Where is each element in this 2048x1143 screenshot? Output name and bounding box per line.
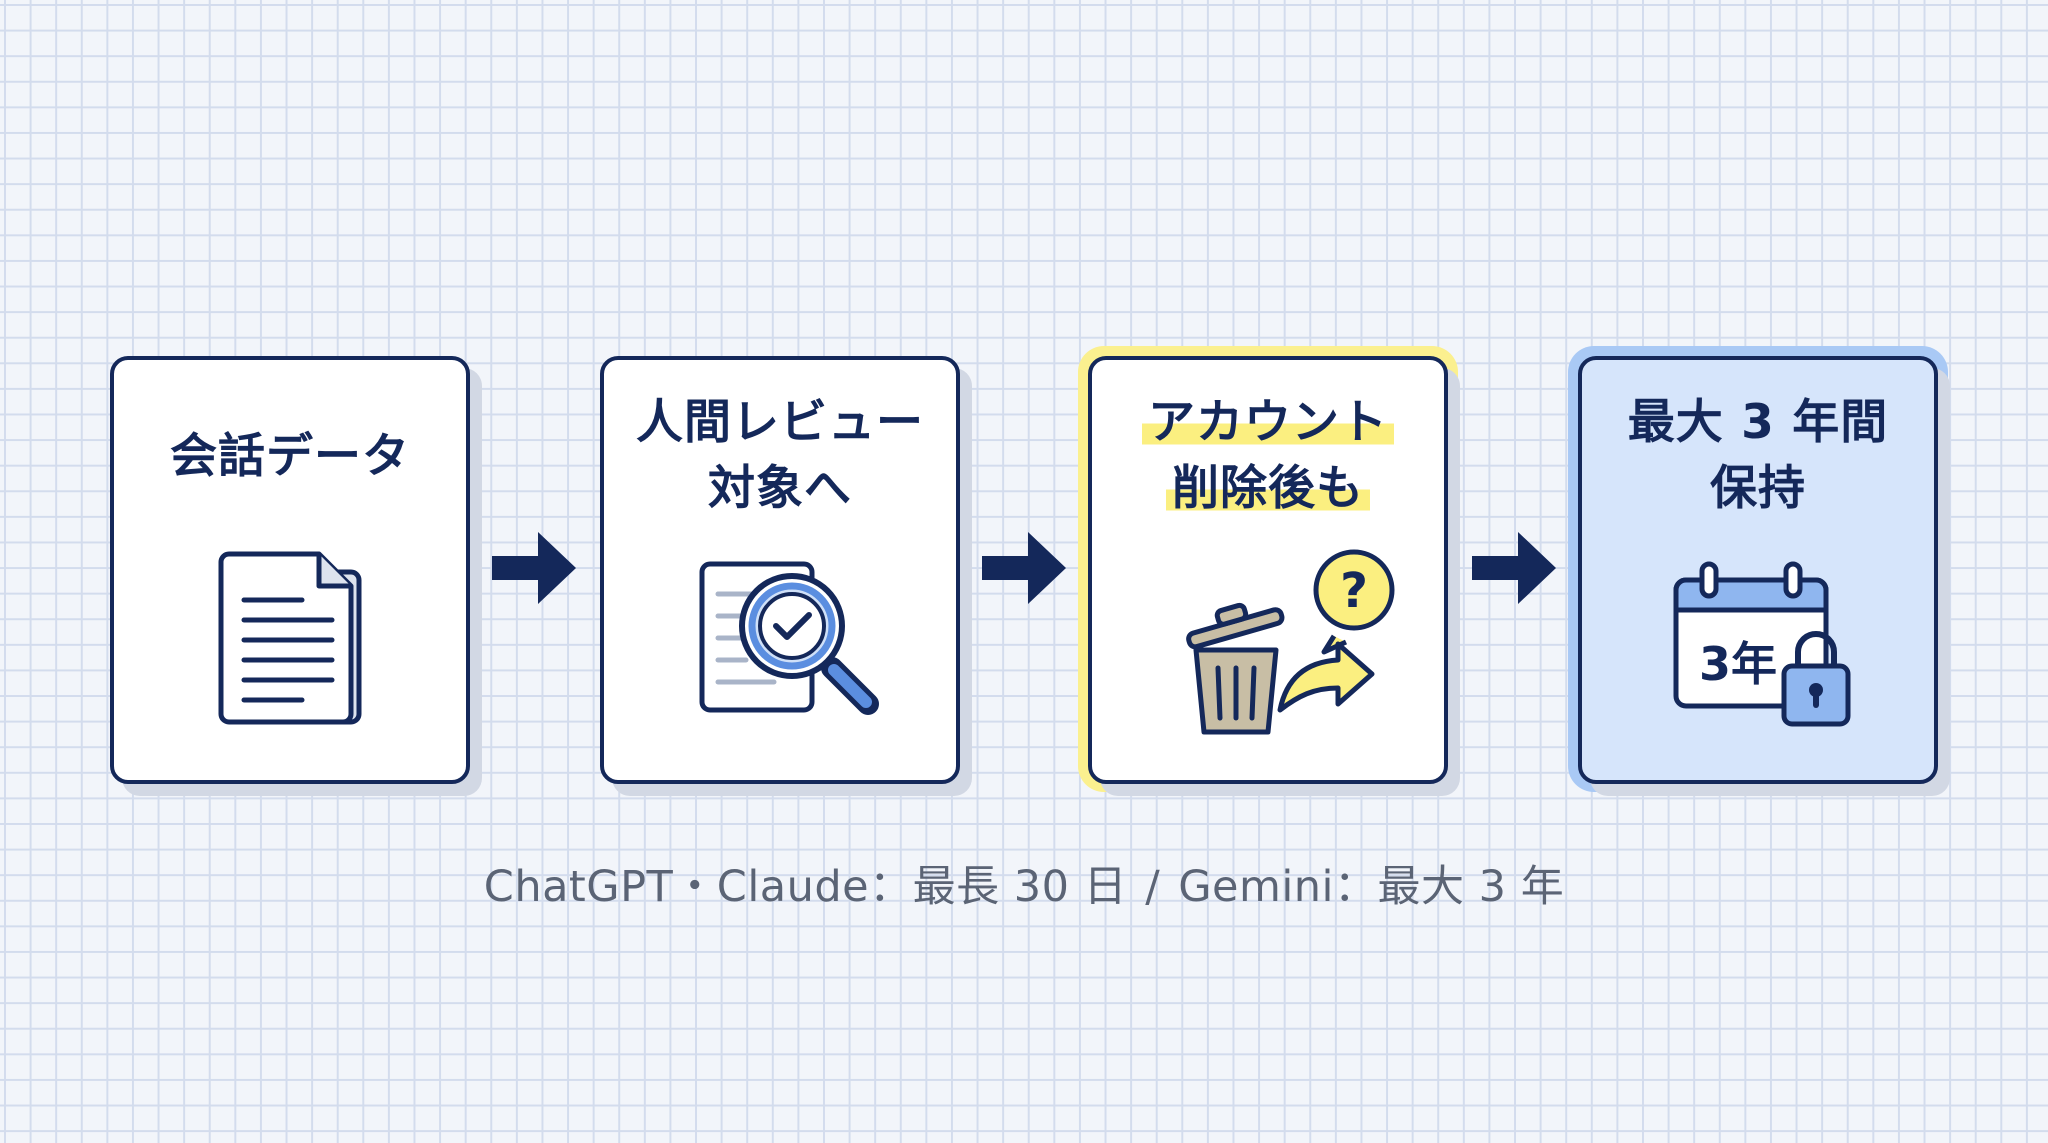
step-title-line1: 人間レビュー	[636, 395, 924, 450]
step-title-line1: アカウント	[1092, 390, 1444, 456]
footnote-left: ChatGPT・Claude：最長 30 日	[483, 862, 1128, 912]
step-card-conversation-data: 会話データ	[110, 356, 470, 784]
trash-question-icon: ?	[1186, 549, 1395, 735]
step-card-human-review: 人間レビュー 対象へ	[600, 356, 960, 784]
magnifier-check-icon	[699, 561, 879, 715]
arrow-right-icon	[492, 532, 576, 604]
footnote-separator: /	[1145, 862, 1161, 912]
footnote-right: Gemini：最大 3 年	[1178, 862, 1565, 912]
step-title-line1: 最大 3 年間	[1627, 395, 1889, 450]
step-card-after-account-deletion: アカウント 削除後も ?	[1088, 356, 1448, 784]
svg-text:?: ?	[1340, 563, 1368, 619]
step-title-line2: 削除後も	[1092, 456, 1444, 522]
step-title-line1: 会話データ	[170, 429, 410, 484]
step-title-line2: 保持	[1710, 461, 1806, 516]
retention-footnote: ChatGPT・Claude：最長 30 日 / Gemini：最大 3 年	[0, 852, 2048, 914]
calendar-lock-icon: 3年	[1673, 561, 1851, 727]
arrow-right-icon	[982, 532, 1066, 604]
step-title-line2: 対象へ	[708, 461, 852, 516]
document-icon	[218, 551, 362, 725]
calendar-label: 3年	[1699, 637, 1777, 691]
arrow-right-icon	[1472, 532, 1556, 604]
step-card-retained-3-years: 最大 3 年間 保持 3年	[1578, 356, 1938, 784]
